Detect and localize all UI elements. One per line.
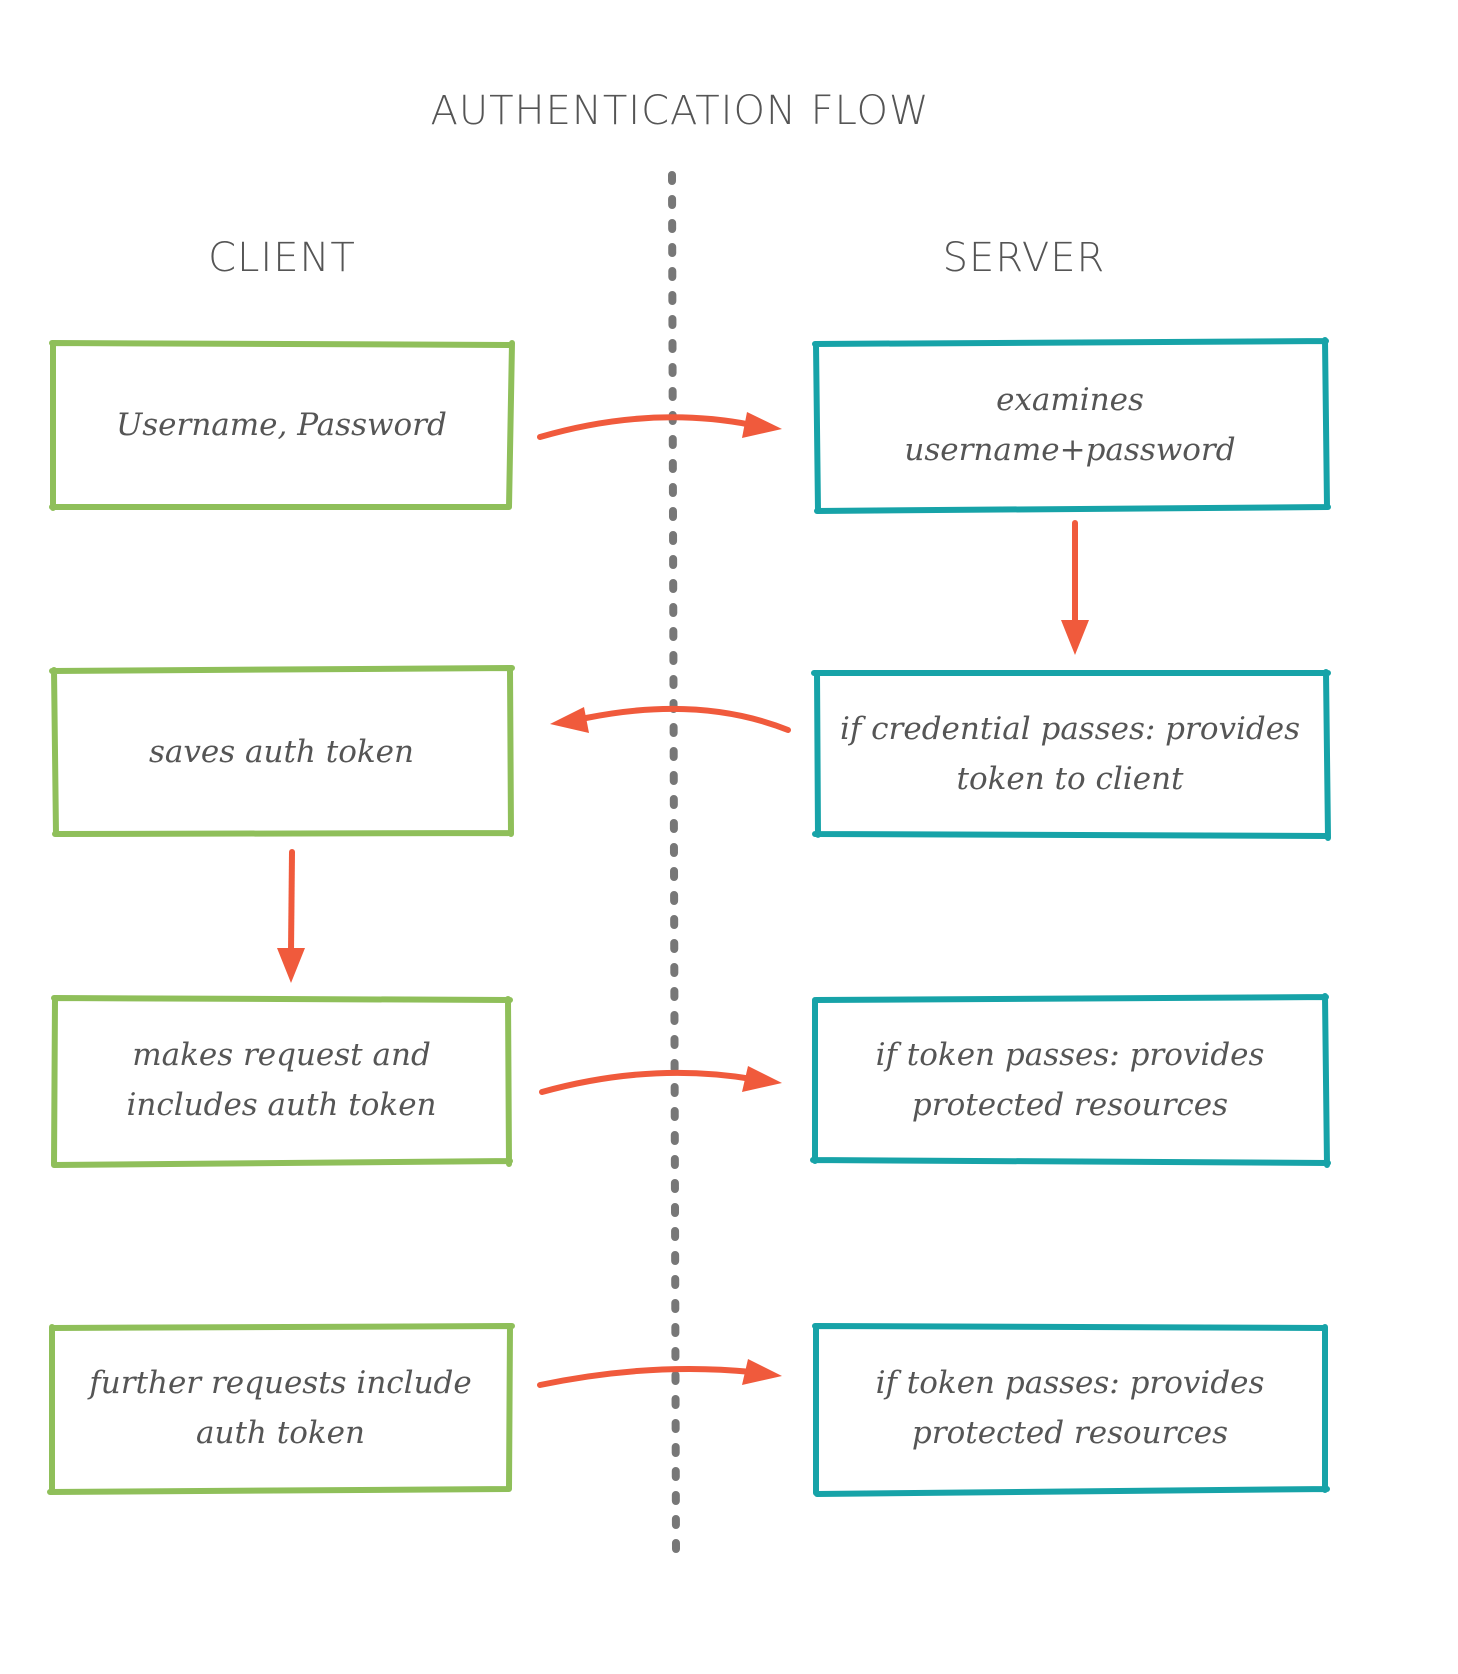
- server-step-box: examines username+password: [816, 343, 1324, 507]
- client-box-3-border: [51, 995, 513, 1168]
- server-step-label: if credential passes: provides token to …: [839, 711, 1301, 797]
- server-box-4-border: [812, 1323, 1330, 1497]
- server-step-label: examines username+password: [904, 382, 1236, 468]
- server-box-1-border: [812, 337, 1331, 514]
- client-step-box: further requests include auth token: [52, 1326, 509, 1490]
- server-column-heading: SERVER: [942, 235, 1106, 281]
- client-step-box: Username, Password: [54, 343, 509, 507]
- client-step-label: further requests include auth token: [89, 1365, 472, 1451]
- server-step-box: if token passes: provides protected reso…: [816, 1326, 1324, 1490]
- arrow-client2-to-client3: [277, 849, 305, 983]
- server-box-2-border: [811, 669, 1331, 841]
- client-box-2-border: [49, 665, 515, 837]
- server-step-label: if token passes: provides protected reso…: [875, 1037, 1265, 1123]
- client-box-4-border: [47, 1323, 515, 1495]
- arrow-server1-to-server2: [1061, 520, 1089, 655]
- server-box-3-border: [810, 993, 1331, 1168]
- divider-line: [668, 171, 680, 1554]
- diagram-title: AUTHENTICATION FLOW: [430, 88, 930, 134]
- arrow-server2-to-client2: [550, 705, 791, 733]
- arrow-client3-to-server3: [539, 1066, 782, 1095]
- client-step-box: saves auth token: [54, 670, 509, 834]
- arrow-client1-to-server1: [537, 412, 782, 440]
- client-column-heading: CLIENT: [208, 235, 356, 281]
- client-step-label: Username, Password: [116, 407, 447, 443]
- client-step-box: makes request and includes auth token: [54, 998, 509, 1162]
- client-step-label: makes request and includes auth token: [126, 1037, 437, 1123]
- server-step-label: if token passes: provides protected reso…: [875, 1365, 1265, 1451]
- client-box-1-border: [49, 340, 515, 511]
- server-step-box: if token passes: provides protected reso…: [816, 998, 1324, 1162]
- server-step-box: if credential passes: provides token to …: [816, 672, 1324, 836]
- client-step-label: saves auth token: [149, 734, 414, 770]
- arrow-client4-to-server4: [537, 1359, 782, 1388]
